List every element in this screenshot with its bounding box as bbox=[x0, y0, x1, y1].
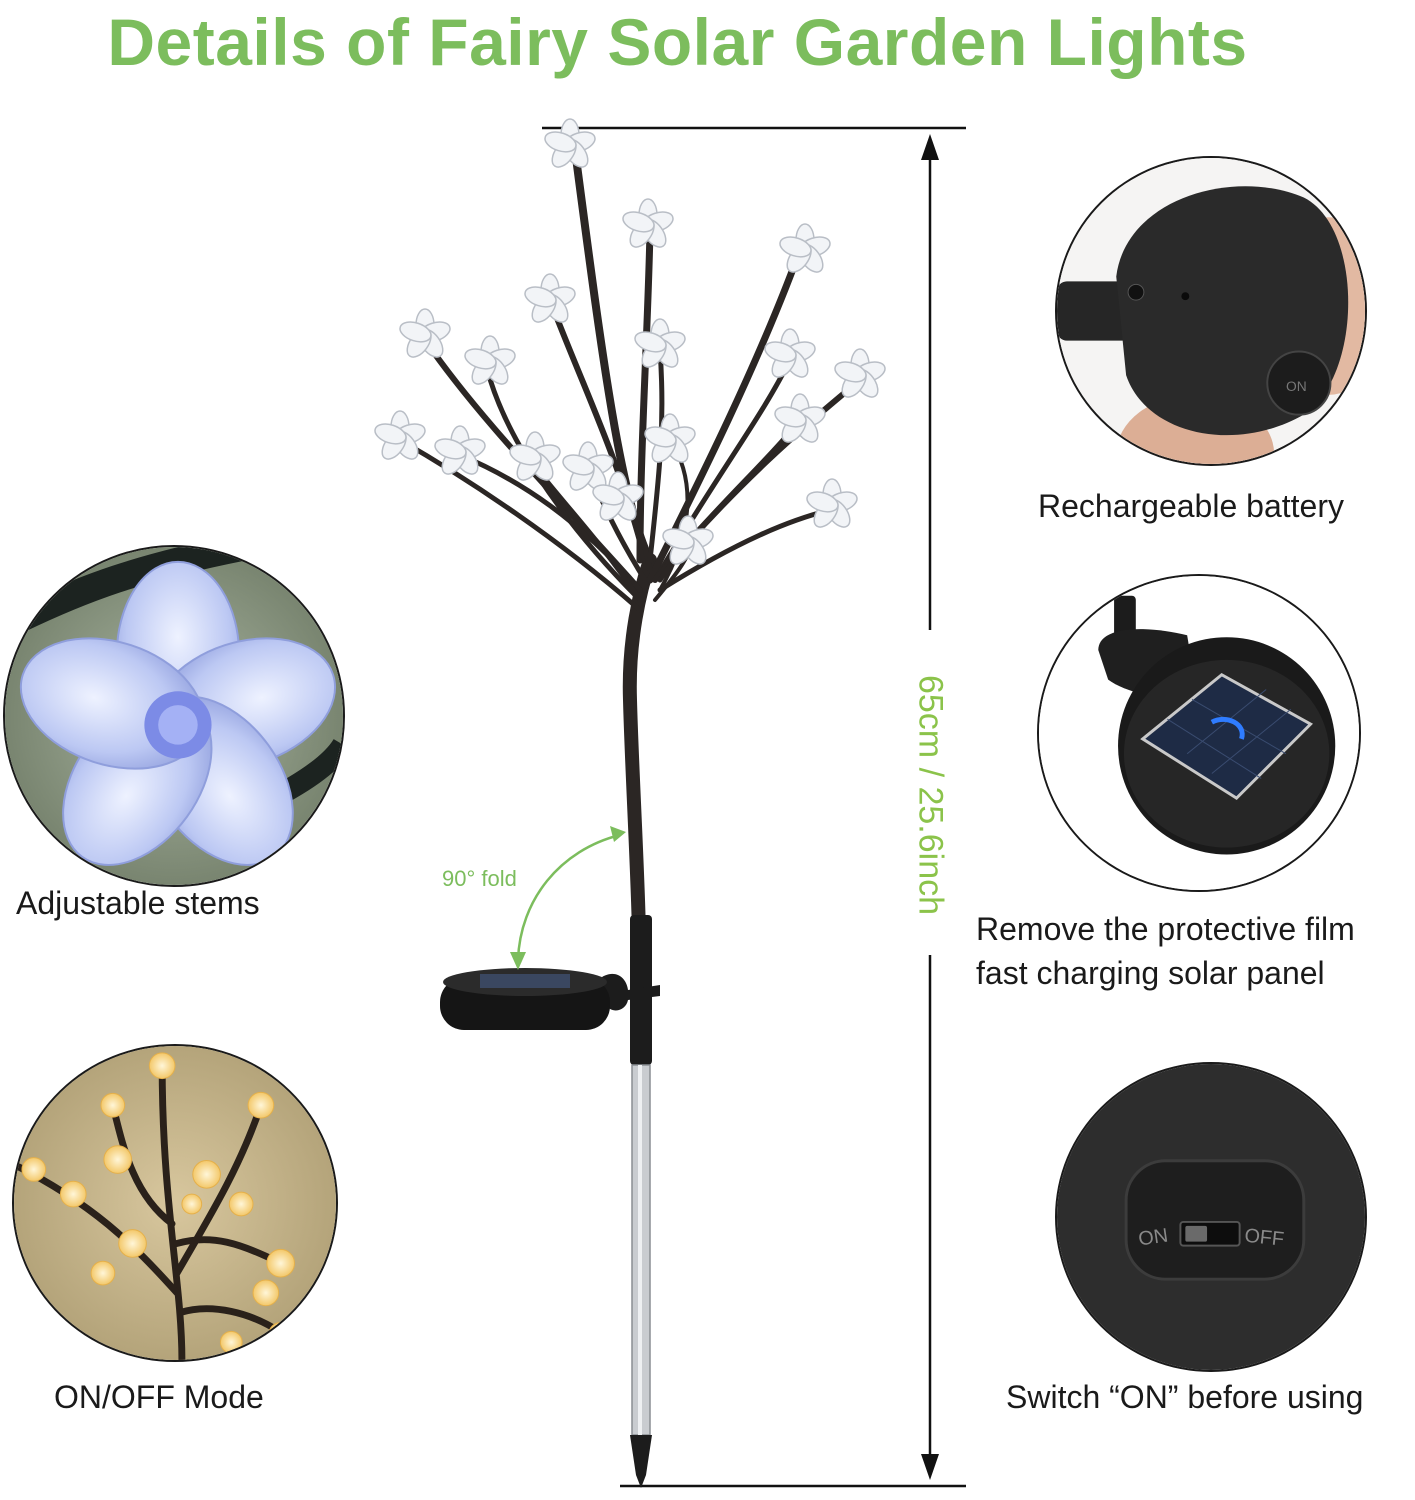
switch-closeup-image: ON OFF bbox=[1055, 1062, 1367, 1372]
warm-lights-image bbox=[12, 1044, 338, 1362]
battery-closeup-image: ON bbox=[1055, 156, 1367, 466]
caption-switch-on: Switch “ON” before using bbox=[1006, 1379, 1364, 1415]
page-title: Details of Fairy Solar Garden Lights bbox=[107, 5, 1248, 79]
switch-off-label: OFF bbox=[1243, 1225, 1285, 1251]
stake bbox=[630, 915, 652, 1488]
tree-branches bbox=[397, 146, 863, 1007]
caption-adjustable-stems: Adjustable stems bbox=[16, 885, 260, 921]
caption-on-off-mode: ON/OFF Mode bbox=[54, 1379, 264, 1415]
switch-on-label: ON bbox=[1137, 1225, 1169, 1251]
fold-arrow bbox=[510, 826, 626, 970]
solar-panel bbox=[440, 968, 660, 1030]
battery-on-text: ON bbox=[1286, 378, 1307, 394]
caption-fast-charging: fast charging solar panel bbox=[976, 955, 1325, 991]
caption-protective-film: Remove the protective film bbox=[976, 911, 1355, 947]
switch-toggle bbox=[1185, 1225, 1208, 1242]
dimension-indicator bbox=[542, 126, 966, 1488]
solar-panel-closeup-image bbox=[1037, 574, 1361, 892]
height-dimension-label: 65cm / 25.6inch bbox=[911, 674, 950, 916]
caption-rechargeable-battery: Rechargeable battery bbox=[1038, 488, 1344, 524]
flower-closeup-image bbox=[3, 545, 345, 887]
blossoms bbox=[374, 118, 886, 565]
fold-label: 90° fold bbox=[442, 866, 517, 891]
